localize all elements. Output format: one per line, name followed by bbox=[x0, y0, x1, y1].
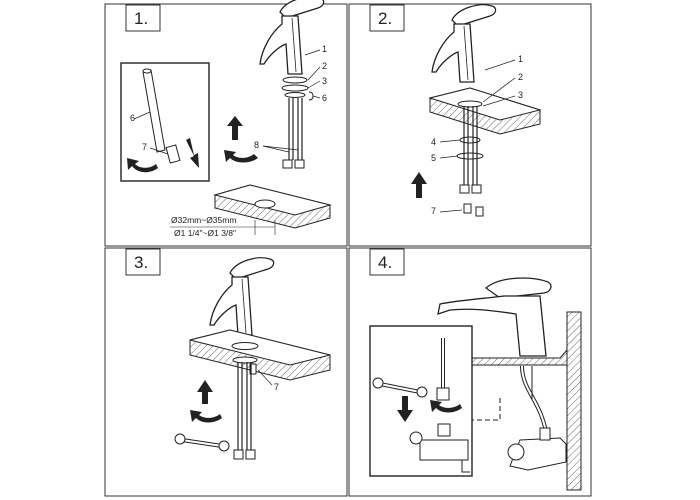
down-arrow-icon bbox=[186, 138, 199, 168]
panel-step-4 bbox=[348, 247, 592, 497]
faucet-lever bbox=[484, 277, 552, 299]
part-label-2: 2 bbox=[518, 72, 523, 82]
part-label-7: 7 bbox=[431, 206, 436, 216]
rotate-arrow-icon bbox=[430, 400, 462, 413]
up-arrow-icon bbox=[411, 172, 427, 198]
step-3-number-text: 3. bbox=[134, 253, 148, 272]
panel-step-2 bbox=[348, 3, 592, 247]
faucet-illustration bbox=[259, 0, 325, 75]
step-number-3: 3. bbox=[125, 248, 161, 276]
part-label-3: 3 bbox=[322, 76, 327, 86]
angle-valve bbox=[409, 423, 470, 473]
down-arrow-icon bbox=[397, 396, 413, 422]
part-label-1: 1 bbox=[322, 44, 327, 54]
wrench-icon bbox=[174, 433, 230, 452]
step-2-drawing: 1 2 3 4 5 7 bbox=[411, 4, 542, 217]
part-label-7: 7 bbox=[142, 142, 147, 152]
part-label-1: 1 bbox=[518, 54, 523, 64]
up-arrow-icon bbox=[197, 380, 213, 404]
part-label-5: 5 bbox=[431, 153, 436, 163]
panel-step-3 bbox=[104, 247, 348, 497]
part-label-6-inset: 6 bbox=[130, 113, 135, 123]
wall bbox=[566, 311, 582, 491]
rotate-arrow-inset-icon bbox=[127, 158, 158, 173]
hole-diameter-metric: Ø32mm~Ø35mm bbox=[171, 215, 236, 225]
step-4-drawing bbox=[369, 277, 582, 491]
part-label-2: 2 bbox=[322, 61, 327, 71]
part-label-4: 4 bbox=[431, 137, 436, 147]
wrench-icon bbox=[372, 377, 428, 398]
rotate-arrow-icon bbox=[224, 150, 258, 163]
hole-diameter-imperial: Ø1 1/4"~Ø1 3/8" bbox=[174, 228, 236, 238]
step-4-number-text: 4. bbox=[378, 253, 392, 272]
part-label-8: 8 bbox=[254, 140, 259, 150]
step-2-number-text: 2. bbox=[378, 9, 392, 28]
step-number-2: 2. bbox=[369, 4, 405, 32]
step-1-number-text: 1. bbox=[134, 9, 148, 28]
step-3-drawing: 7 bbox=[174, 257, 331, 460]
rotate-arrow-icon bbox=[190, 410, 222, 423]
part-label-7: 7 bbox=[274, 382, 279, 392]
up-arrow-icon bbox=[227, 116, 243, 140]
panel-step-1 bbox=[104, 3, 348, 247]
step-number-4: 4. bbox=[369, 248, 405, 276]
step-1-drawing: 1 2 3 6 8 6 7 Ø32mm~Ø35mm Ø1 1/4"~Ø1 3/8… bbox=[120, 0, 332, 238]
part-label-6: 6 bbox=[322, 93, 327, 103]
part-label-3: 3 bbox=[518, 90, 523, 100]
step-number-1: 1. bbox=[125, 4, 161, 32]
